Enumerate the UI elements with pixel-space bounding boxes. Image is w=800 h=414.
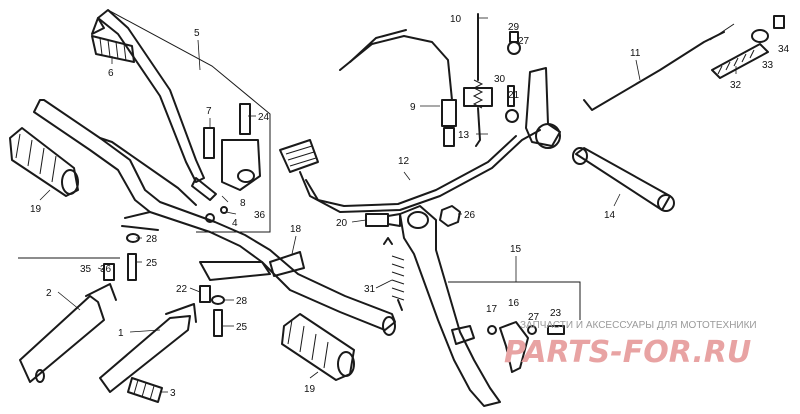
pedal-rubber (91, 35, 135, 63)
label-14: 14 (604, 210, 616, 221)
label-33: 33 (762, 60, 774, 71)
label-16: 16 (508, 298, 520, 309)
label-22: 22 (176, 284, 188, 295)
part-number-labels: 1 2 3 4 5 6 7 8 9 10 11 12 13 14 15 16 1… (30, 14, 790, 399)
label-3: 3 (170, 388, 176, 399)
pedal-rubber-3 (127, 377, 163, 403)
label-21: 21 (508, 90, 520, 101)
brake-arm (91, 9, 205, 183)
label-20: 20 (336, 218, 348, 229)
footpeg-bracket-18 (269, 251, 305, 277)
label-34: 34 (778, 44, 790, 55)
bracket-2 (19, 283, 117, 383)
label-13: 13 (458, 130, 470, 141)
label-32: 32 (730, 80, 742, 91)
label-11: 11 (630, 48, 641, 59)
label-19-lower: 19 (304, 384, 316, 395)
label-29: 29 (508, 22, 520, 33)
watermark-tagline: ЗАПЧАСТИ И АКСЕССУАРЫ ДЛЯ МОТОТЕХНИКИ (520, 320, 757, 331)
leader-lines (39, 17, 737, 393)
label-25-upper: 25 (146, 258, 158, 269)
label-27-upper: 27 (518, 36, 530, 47)
group-boundaries (18, 9, 581, 320)
bracket-1 (99, 303, 197, 393)
clip-hardware (505, 31, 521, 123)
label-28-lower: 28 (236, 296, 248, 307)
label-10: 10 (450, 14, 462, 25)
return-spring (711, 43, 769, 79)
label-30: 30 (494, 74, 506, 85)
footpeg-rubber-lower (281, 313, 355, 381)
label-8: 8 (240, 198, 246, 209)
mount-bracket (191, 103, 261, 223)
watermark: ЗАПЧАСТИ И АКСЕССУАРЫ ДЛЯ МОТОТЕХНИКИ PA… (504, 320, 757, 370)
pivot-nut (439, 205, 461, 227)
label-6: 6 (108, 68, 114, 79)
stand-hardware (487, 321, 565, 373)
label-12: 12 (398, 156, 410, 167)
label-19-left: 19 (30, 204, 42, 215)
label-1: 1 (118, 328, 124, 339)
stand-spring (383, 237, 405, 311)
brake-pedal (279, 67, 561, 213)
pivot-shaft (572, 147, 675, 212)
label-28-upper: 28 (146, 234, 158, 245)
label-31: 31 (364, 284, 376, 295)
label-17: 17 (486, 304, 498, 315)
label-36-b: 36 (100, 264, 112, 275)
pivot-bolt (365, 213, 401, 227)
label-5: 5 (194, 28, 200, 39)
label-24: 24 (258, 112, 270, 123)
footpeg-rubber-left (9, 127, 79, 197)
label-2: 2 (46, 288, 52, 299)
watermark-logo: PARTS-FOR.RU (504, 335, 751, 370)
spring-caps (751, 15, 785, 43)
label-4: 4 (232, 218, 238, 229)
label-25-lower: 25 (236, 322, 248, 333)
label-36-a: 36 (254, 210, 266, 221)
brake-rod (583, 23, 735, 111)
label-7: 7 (206, 106, 212, 117)
bolts-lower (103, 233, 225, 337)
brake-cable (339, 29, 457, 147)
label-15: 15 (510, 244, 522, 255)
label-18: 18 (290, 224, 302, 235)
label-9: 9 (410, 102, 416, 113)
label-27-lower: 27 (528, 312, 540, 323)
brake-switch-spring (463, 13, 493, 147)
label-26: 26 (464, 210, 476, 221)
side-stand (399, 205, 501, 407)
footpeg-bar (33, 99, 396, 336)
label-23: 23 (550, 308, 562, 319)
label-35: 35 (80, 264, 92, 275)
